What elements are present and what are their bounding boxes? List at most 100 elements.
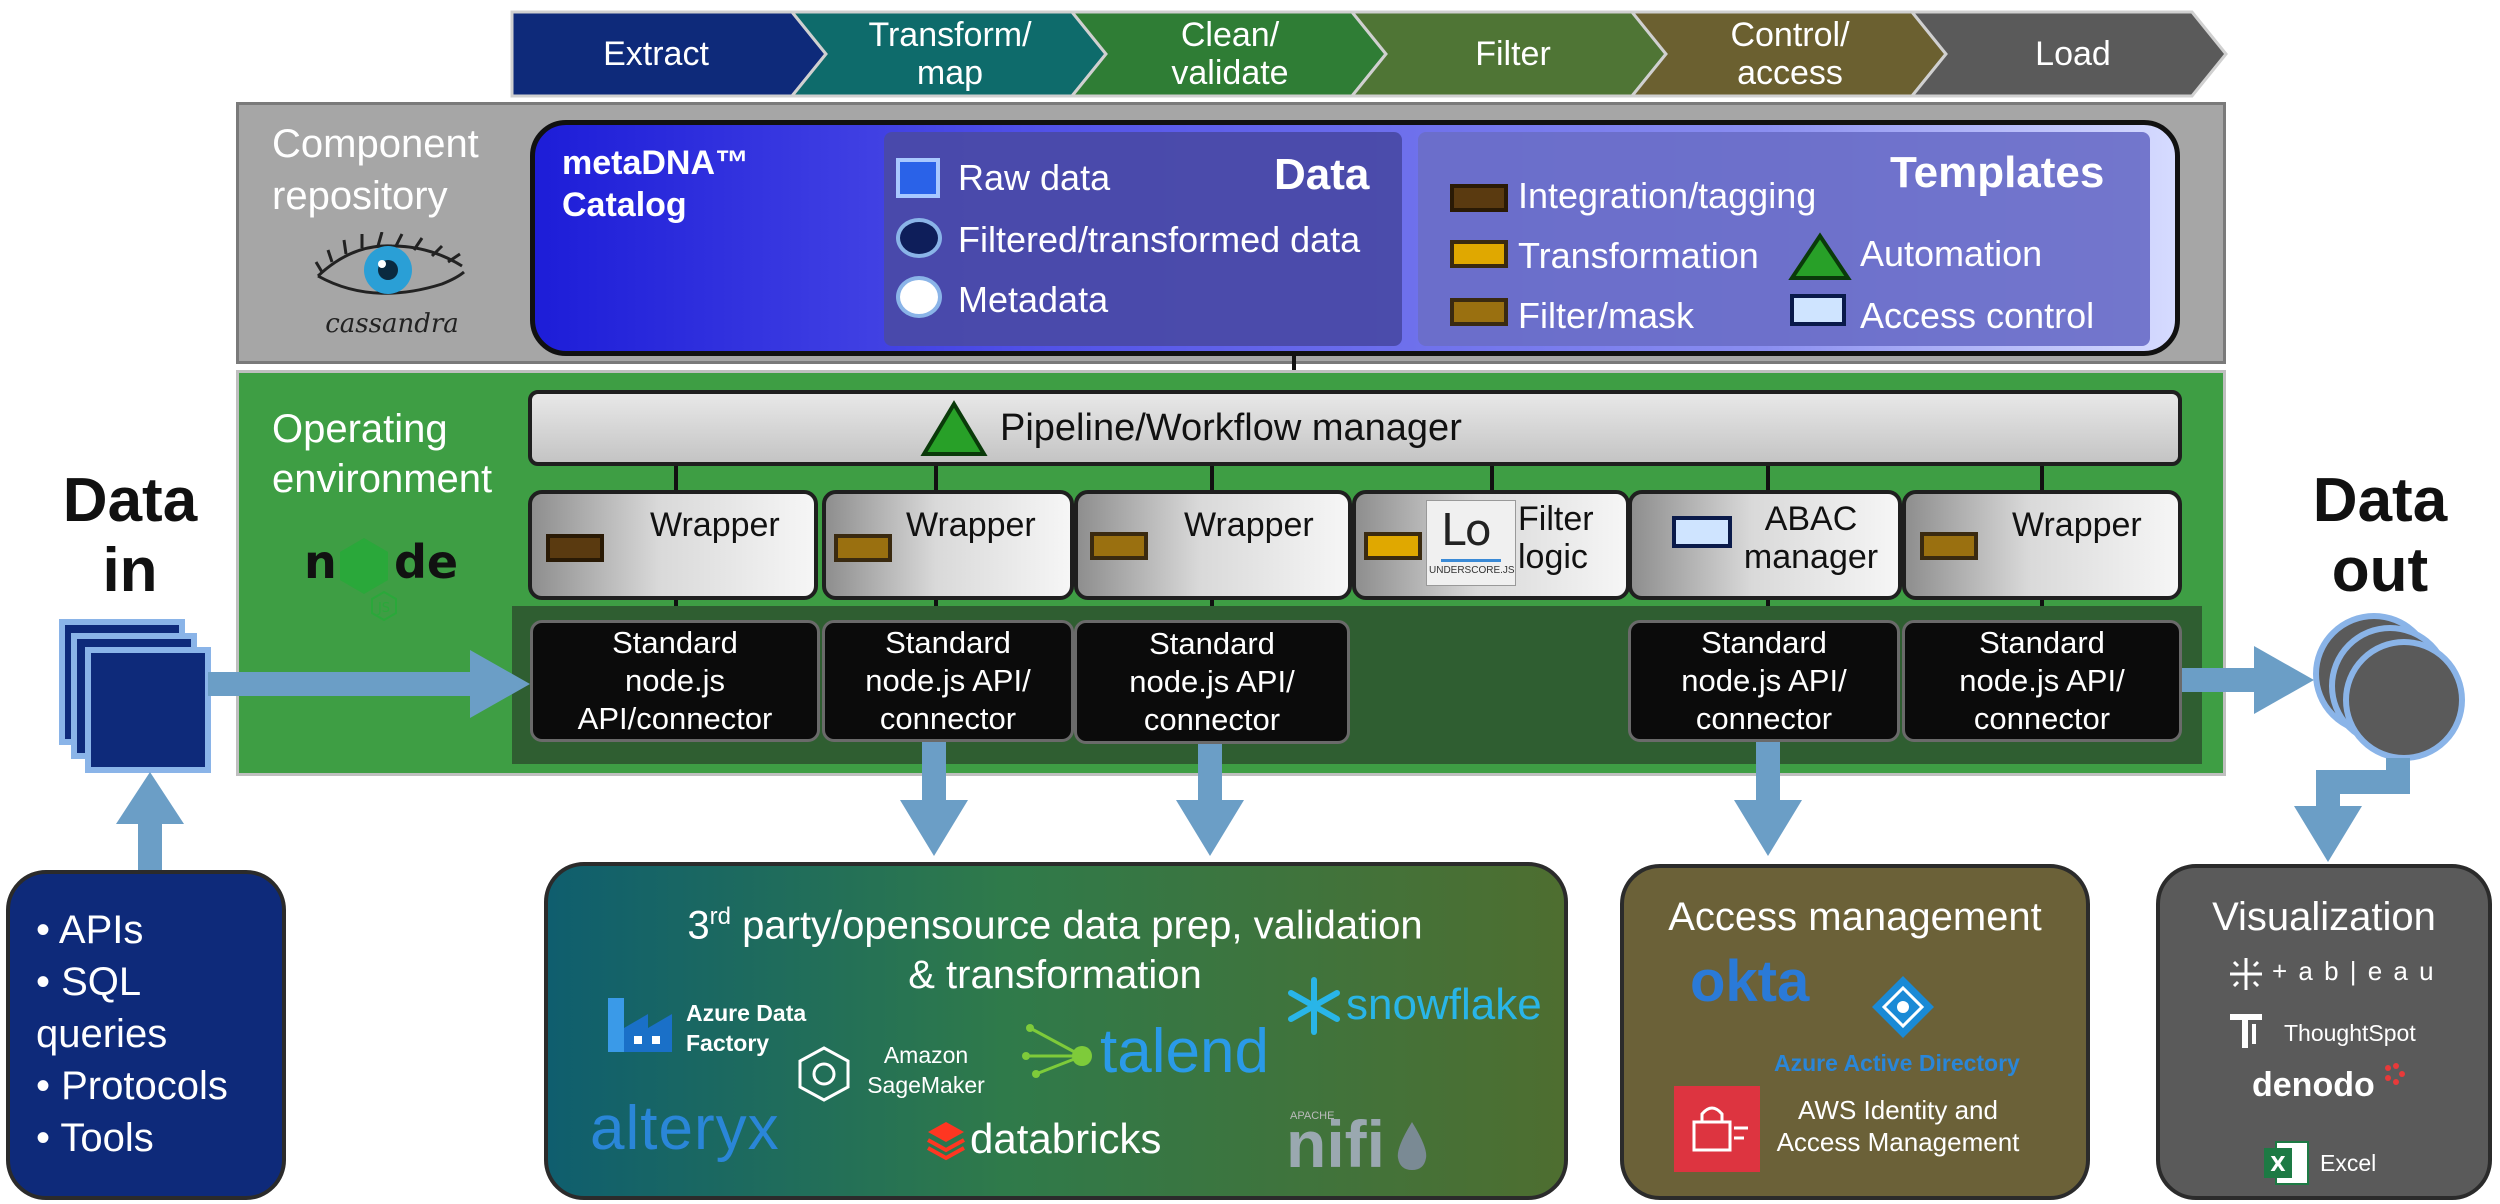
integration-swatch (1450, 184, 1508, 212)
filtered-data-swatch (896, 218, 942, 258)
filter-mask-label: Filter/mask (1518, 295, 1695, 336)
filter-logic-label: Filter logic (1518, 500, 1594, 576)
transformation-chip (1364, 532, 1422, 560)
data-legend-box (884, 132, 1402, 346)
svg-text:cassandra: cassandra (325, 309, 459, 339)
stage-label: Filter (1475, 35, 1551, 73)
raw-data-swatch (896, 158, 940, 198)
pipeline-link (934, 466, 938, 492)
data-sources-panel (6, 870, 286, 1200)
component-repository-title: Component repository (272, 122, 479, 218)
filter-mask-chip (834, 534, 892, 562)
connector-box: Standard node.js API/ connector (1628, 620, 1900, 742)
access-control-swatch (1790, 294, 1846, 326)
svg-text:n: n (304, 535, 337, 589)
connector-box: Standard node.js API/ connector (1902, 620, 2182, 742)
underscore-text: UNDERSCORE.JS (1429, 565, 1515, 576)
stage-chevron (1908, 10, 2228, 98)
alteryx-label: alteryx (590, 1094, 780, 1163)
sagemaker-label: Amazon SageMaker (867, 1042, 985, 1098)
visualization-title: Visualization (2212, 895, 2436, 939)
thoughtspot-label: ThoughtSpot (2284, 1020, 2416, 1046)
pipeline-link (1490, 466, 1494, 492)
pipeline-manager-label: Pipeline/Workflow manager (1000, 407, 1462, 449)
pipeline-link (2040, 466, 2044, 492)
third-party-panel (544, 862, 1568, 1200)
nifi-drop-icon (1397, 1122, 1427, 1170)
sagemaker-icon (798, 1046, 850, 1102)
connector-box: Standard node.js API/connector (530, 620, 820, 742)
stage-label: Transform/ map (868, 16, 1032, 92)
connector-box: Standard node.js API/ connector (822, 620, 1074, 742)
pipeline-link (674, 466, 678, 492)
wrapper-label: Wrapper (650, 506, 780, 544)
wrapper-label: Wrapper (1184, 506, 1314, 544)
templates-legend-box (1418, 132, 2150, 346)
filtered-data-label: Filtered/transformed data (958, 219, 1361, 260)
databricks-icon (927, 1122, 965, 1161)
data-legend-title: Data (1274, 150, 1370, 199)
excel-icon: X (2264, 1141, 2309, 1185)
nifi-label: nifi (1286, 1107, 1385, 1181)
integration-chip (546, 534, 604, 562)
nodejs-logo: n de JS (304, 535, 458, 622)
source-item: • Protocols (36, 1064, 228, 1108)
pipeline-manager-bar (528, 390, 2182, 466)
cassandra-logo: cassandra (314, 232, 465, 339)
stage-label: Clean/ validate (1171, 16, 1289, 92)
operating-environment-title: Operating environment (272, 407, 493, 501)
azure-data-factory-label: Azure Data Factory (686, 1000, 807, 1056)
source-item: • APIs (36, 908, 144, 952)
snowflake-label: snowflake (1346, 980, 1542, 1029)
source-item: • SQL queries (36, 960, 168, 1056)
templates-legend-title: Templates (1890, 148, 2105, 197)
svg-text:X: X (2270, 1152, 2286, 1176)
data-sources-list: • APIs • SQL queries • Protocols • Tools (36, 904, 236, 1164)
abac-manager-label: ABAC manager (1743, 500, 1879, 576)
stage-label: Extract (603, 35, 709, 73)
access-control-label: Access control (1860, 295, 2095, 336)
automation-triangle-icon (1788, 232, 1852, 280)
data-in-title: Data in (62, 466, 198, 605)
catalog-title: metaDNA™ Catalog (562, 144, 750, 224)
filter-mask-chip (1090, 532, 1148, 560)
databricks-label: databricks (970, 1115, 1162, 1162)
access-management-title: Access management (1668, 895, 2042, 939)
metadata-swatch (896, 276, 942, 318)
pipeline-link (1210, 466, 1214, 492)
excel-label: Excel (2320, 1150, 2377, 1176)
access-control-chip (1672, 516, 1732, 548)
snowflake-icon (1288, 977, 1340, 1035)
tableau-icon (2230, 958, 2262, 990)
svg-text:JS: JS (377, 601, 390, 616)
raw-data-label: Raw data (958, 157, 1111, 198)
filter-mask-swatch (1450, 298, 1508, 326)
source-item: • Tools (36, 1116, 154, 1160)
pipeline-link (1766, 466, 1770, 492)
visualization-panel (2156, 864, 2492, 1200)
underscore-logo: Lo UNDERSCORE.JS (1426, 500, 1516, 586)
automation-label: Automation (1860, 233, 2043, 274)
integration-label: Integration/tagging (1518, 175, 1817, 216)
filter-mask-chip (1920, 532, 1978, 560)
automation-triangle-icon (920, 400, 988, 456)
azure-ad-label: Azure Active Directory (1774, 1050, 2020, 1076)
third-party-title: 3rd party/opensource data prep, validati… (687, 903, 1423, 998)
transformation-label: Transformation (1518, 235, 1759, 276)
azure-data-factory-icon (608, 998, 672, 1052)
stage-label: Load (2035, 35, 2111, 73)
wrapper-label: Wrapper (906, 506, 1036, 544)
metadata-label: Metadata (958, 279, 1109, 320)
nifi-small-label: APACHE (1290, 1110, 1335, 1122)
wrapper-label: Wrapper (2012, 506, 2142, 544)
svg-text:de: de (394, 535, 458, 589)
transformation-swatch (1450, 240, 1508, 268)
denodo-dots-icon (2385, 1063, 2405, 1085)
aws-iam-icon (1674, 1086, 1760, 1172)
data-out-title: Data out (2312, 466, 2448, 605)
connector-box: Standard node.js API/ connector (1074, 620, 1350, 744)
okta-label: okta (1690, 949, 1810, 1014)
thoughtspot-icon (2230, 1014, 2262, 1048)
